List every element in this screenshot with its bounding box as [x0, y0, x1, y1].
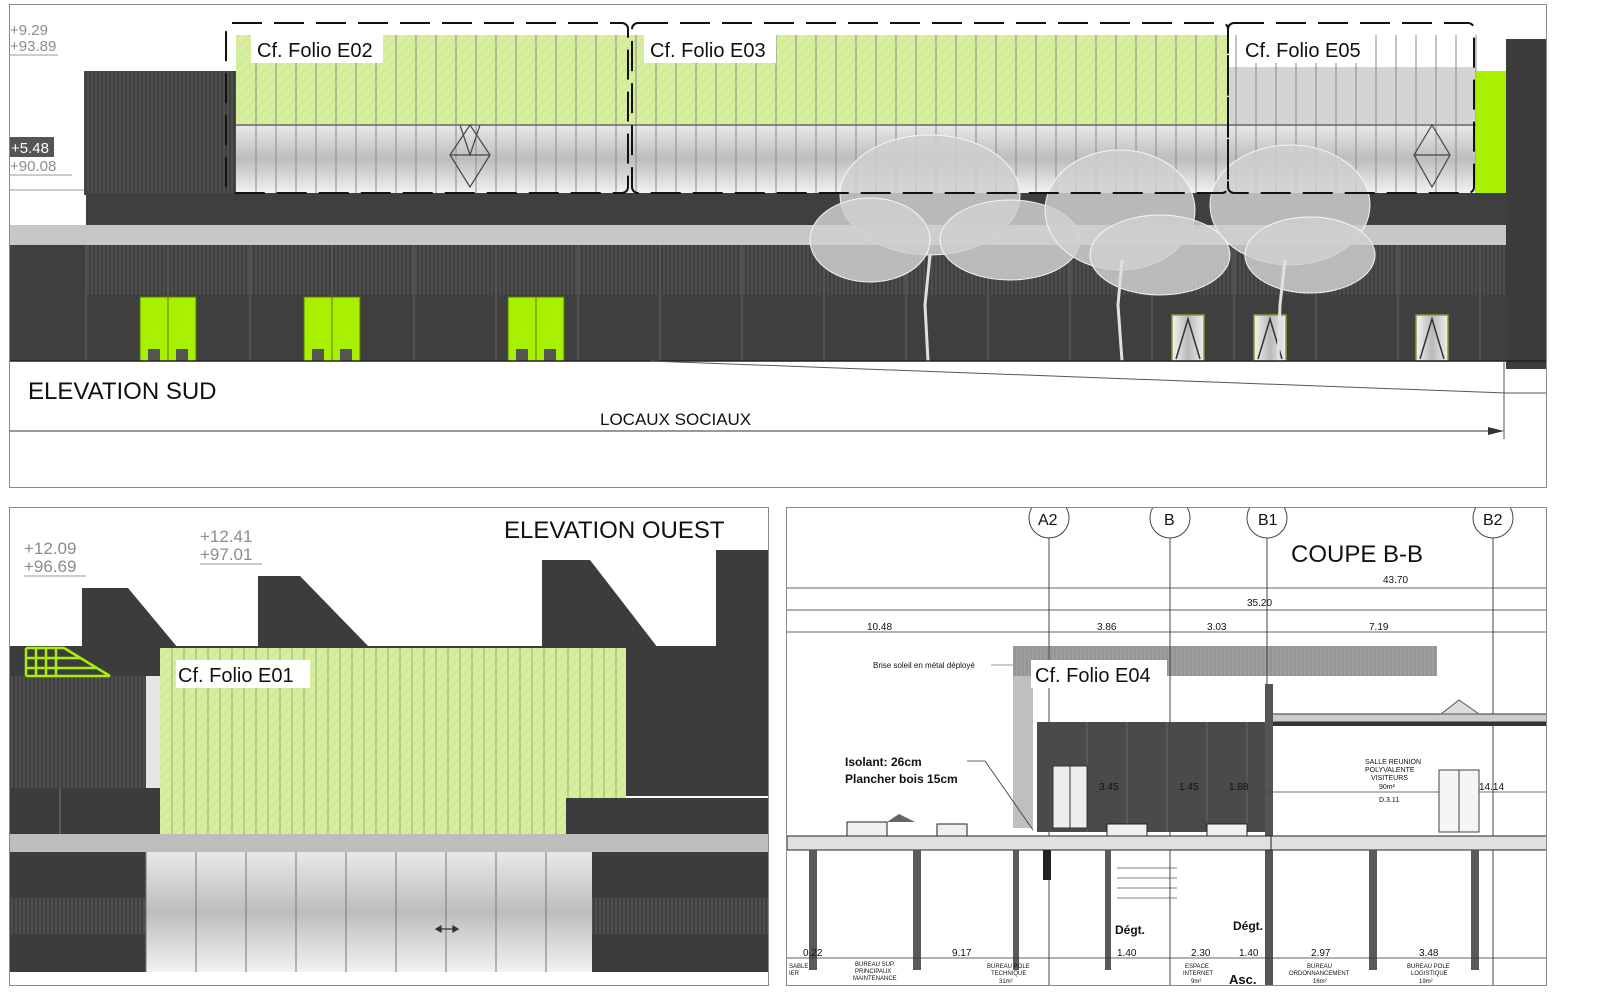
dimension-value: 10.48 — [867, 622, 892, 633]
height-value: 3.45 — [1099, 782, 1119, 793]
ground-dividers — [85, 245, 1481, 361]
folio-label: Cf. Folio E03 — [650, 40, 766, 62]
dimension-value: 43.70 — [1383, 575, 1408, 586]
dimension-value: 3.86 — [1097, 622, 1117, 633]
section-bb-drawing: A2 B B1 B2 COUPE B-B 43.70 35.20 10.48 3… — [787, 508, 1546, 986]
svg-text:INTERNET: INTERNET — [1183, 971, 1213, 977]
svg-text:POLYVALENTE: POLYVALENTE — [1365, 767, 1415, 774]
grid-axis-label: B2 — [1483, 512, 1503, 529]
room-tag: Dégt. — [1115, 923, 1145, 937]
green-panel-right — [1476, 71, 1506, 195]
grid-axis-label: B — [1164, 512, 1175, 529]
svg-text:90m²: 90m² — [1379, 784, 1396, 791]
view-title: ELEVATION OUEST — [504, 517, 725, 544]
room-labels-bottom: SABLE IER BUREAU SUP. PRINCIPAUX MAINTEN… — [789, 962, 1450, 985]
folio-label: Cf. Folio E04 — [1035, 665, 1151, 687]
svg-text:BUREAU SUP.: BUREAU SUP. — [855, 962, 895, 968]
svg-text:SALLE REUNION: SALLE REUNION — [1365, 759, 1421, 766]
svg-text:BUREAU POLE: BUREAU POLE — [1407, 964, 1450, 970]
annotation: Brise soleil en métal déployé — [873, 661, 975, 670]
dimension-value: 2.30 — [1191, 948, 1211, 959]
tree-trunks — [923, 254, 1287, 362]
south-elevation-drawing: +9.29 +93.89 +5.48 +90.08 — [10, 22, 1546, 439]
svg-text:D.3.11: D.3.11 — [1379, 797, 1399, 804]
level-mark: +12.09 — [24, 539, 76, 558]
room-tag: Dégt. — [1233, 919, 1263, 933]
svg-text:19m²: 19m² — [1419, 979, 1433, 985]
svg-text:MAINTENANCE: MAINTENANCE — [853, 976, 897, 982]
svg-text:31m²: 31m² — [999, 979, 1013, 985]
dimension-value: 1.40 — [1239, 948, 1259, 959]
height-value: 1.45 — [1179, 782, 1199, 793]
level-mark: +97.01 — [200, 545, 252, 564]
svg-text:PRINCIPAUX: PRINCIPAUX — [855, 969, 891, 975]
columns — [809, 850, 1479, 970]
grid-axis-label: B1 — [1258, 512, 1278, 529]
stairs — [1117, 867, 1177, 899]
sliding-door-arrow — [434, 924, 460, 934]
section-bb-panel: A2 B B1 B2 COUPE B-B 43.70 35.20 10.48 3… — [786, 507, 1547, 986]
room-label: SALLE REUNION POLYVALENTE VISITEURS 90m²… — [1365, 759, 1421, 804]
folio-label: Cf. Folio E05 — [1245, 40, 1361, 62]
sawtooth-roofs — [82, 550, 768, 648]
level-mark: +9.29 — [10, 22, 48, 39]
svg-text:BUREAU POLE: BUREAU POLE — [987, 964, 1030, 970]
height-value: 1.88 — [1229, 782, 1249, 793]
ground-mullions — [145, 852, 547, 972]
dimension-value: 0.22 — [803, 948, 823, 959]
grid-axis-label: A2 — [1038, 512, 1058, 529]
right-dark-block — [1506, 39, 1546, 369]
west-elevation-panel: ELEVATION OUEST +12.09 +96.69 +12.41 +97… — [9, 507, 769, 986]
folio-label: Cf. Folio E01 — [178, 665, 294, 687]
folio-label: Cf. Folio E02 — [257, 40, 373, 62]
svg-text:ESPACE: ESPACE — [1185, 964, 1209, 970]
green-stair-railing — [24, 646, 111, 678]
svg-text:IER: IER — [789, 971, 800, 977]
annotation: Plancher bois 15cm — [845, 772, 958, 786]
ground-floor-band — [86, 295, 1506, 361]
dimension-value: 7.19 — [1369, 622, 1389, 633]
dimension-value: 9.17 — [952, 948, 972, 959]
dimension-lines — [787, 587, 1546, 633]
svg-text:9m²: 9m² — [1191, 979, 1201, 985]
view-title: ELEVATION SUD — [28, 378, 216, 405]
dimension-value: 35.20 — [1247, 598, 1272, 609]
dimension-value: 3.03 — [1207, 622, 1227, 633]
footer-label: LOCAUX SOCIAUX — [600, 410, 751, 429]
svg-text:ORDONNANCEMENT: ORDONNANCEMENT — [1289, 971, 1350, 977]
left-cladding — [84, 71, 236, 195]
south-elevation-panel: +9.29 +93.89 +5.48 +90.08 — [9, 4, 1547, 488]
dimension-value: 2.97 — [1311, 948, 1331, 959]
west-elevation-drawing: ELEVATION OUEST +12.09 +96.69 +12.41 +97… — [10, 517, 768, 972]
level-mark: +12.41 — [200, 527, 252, 546]
svg-text:LOGISTIQUE: LOGISTIQUE — [1411, 971, 1448, 977]
room-tag: Asc. — [1229, 972, 1256, 986]
floor-slab — [10, 834, 768, 852]
folio-frames — [225, 22, 1475, 194]
tree-foliage — [809, 134, 1376, 296]
upper-grey-glazing — [1228, 67, 1476, 125]
svg-text:SABLE: SABLE — [789, 964, 808, 970]
ground-glazing — [146, 852, 592, 972]
view-title: COUPE B-B — [1291, 541, 1423, 568]
level-mark: +96.69 — [24, 557, 76, 576]
dimension-value: 1.40 — [1117, 948, 1137, 959]
svg-text:BUREAU: BUREAU — [1307, 964, 1332, 970]
svg-text:16m²: 16m² — [1313, 979, 1327, 985]
annotation: Isolant: 26cm — [845, 755, 922, 769]
level-mark: +90.08 — [10, 158, 56, 175]
dimension-value: 3.48 — [1419, 948, 1439, 959]
level-mark: +93.89 — [10, 38, 56, 55]
svg-text:VISITEURS: VISITEURS — [1371, 775, 1408, 782]
height-value: 14.14 — [1479, 782, 1504, 793]
green-doors — [139, 296, 565, 362]
level-mark: +5.48 — [11, 140, 49, 157]
level-tag — [10, 137, 54, 157]
svg-text:TECHNIQUE: TECHNIQUE — [991, 971, 1026, 977]
diamond-symbol — [449, 123, 1451, 189]
